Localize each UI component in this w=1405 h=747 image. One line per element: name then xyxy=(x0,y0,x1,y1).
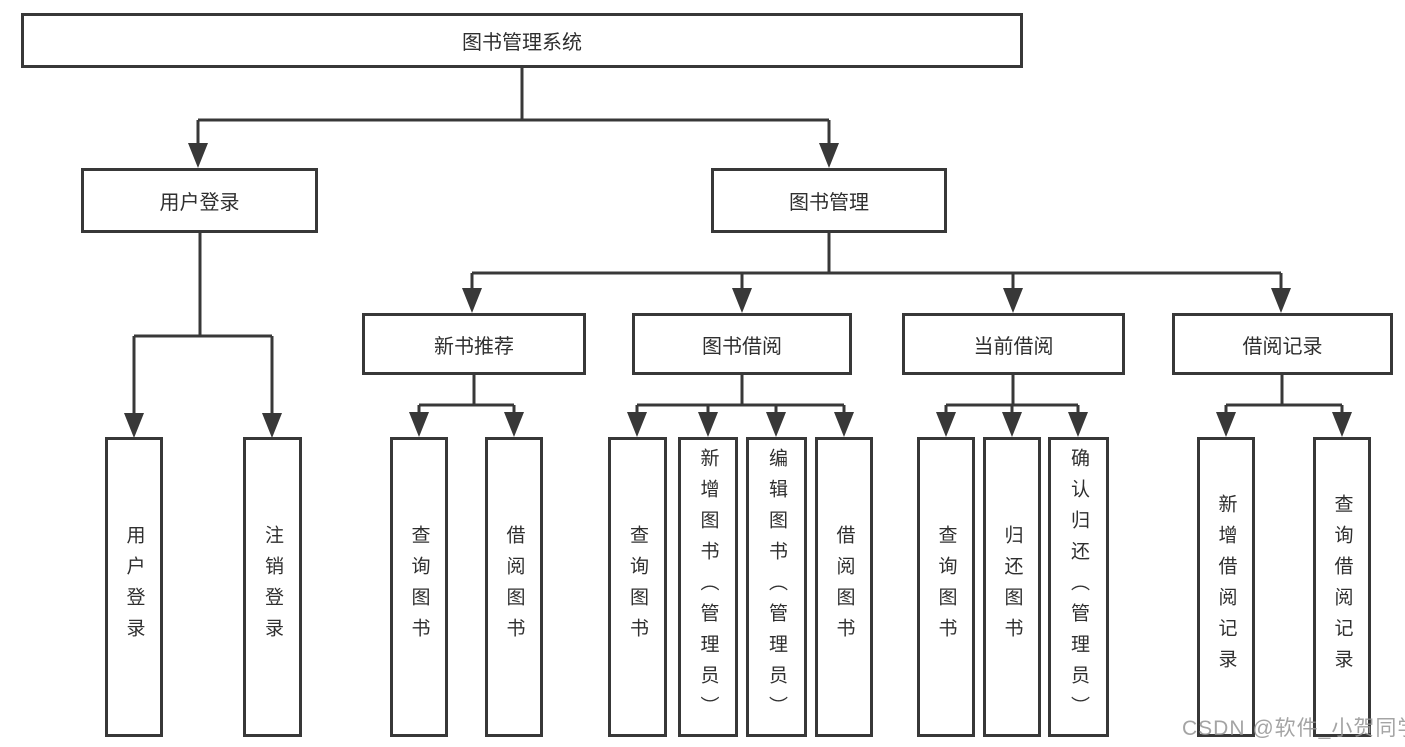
leaf-bookborrow-edit: 编辑图书（管理员） xyxy=(746,437,807,737)
node-root-label: 图书管理系统 xyxy=(462,32,582,54)
node-user-login: 用户登录 xyxy=(81,168,318,233)
node-root: 图书管理系统 xyxy=(21,13,1023,68)
node-book-mgmt: 图书管理 xyxy=(711,168,947,233)
leaf-bookborrow-query: 查询图书 xyxy=(608,437,667,737)
arrowheads xyxy=(124,143,1352,438)
leaf-bookborrow-borrow: 借阅图书 xyxy=(815,437,873,737)
leaf-record-add: 新增借阅记录 xyxy=(1197,437,1255,737)
leaf-current-return-label: 归还图书 xyxy=(1001,525,1023,649)
node-borrow-record-label: 借阅记录 xyxy=(1242,335,1323,358)
leaf-bookborrow-add: 新增图书（管理员） xyxy=(678,437,738,737)
node-borrow-record: 借阅记录 xyxy=(1172,313,1393,375)
leaf-logout-label: 注销登录 xyxy=(262,525,283,649)
node-user-login-label: 用户登录 xyxy=(159,192,240,214)
leaf-bookborrow-edit-label: 编辑图书（管理员） xyxy=(766,447,787,727)
leaf-logout: 注销登录 xyxy=(243,437,302,737)
leaf-user-login: 用户登录 xyxy=(105,437,163,737)
node-book-mgmt-label: 图书管理 xyxy=(789,192,869,214)
leaf-record-add-label: 新增借阅记录 xyxy=(1215,494,1237,680)
leaf-newbook-query-label: 查询图书 xyxy=(408,525,430,649)
leaf-current-confirm-label: 确认归还（管理员） xyxy=(1068,447,1089,727)
leaf-current-return: 归还图书 xyxy=(983,437,1041,737)
leaf-current-confirm: 确认归还（管理员） xyxy=(1048,437,1109,737)
tree-edges xyxy=(132,68,1344,416)
leaf-record-query-label: 查询借阅记录 xyxy=(1331,494,1353,680)
leaf-current-query: 查询图书 xyxy=(917,437,975,737)
leaf-user-login-label: 用户登录 xyxy=(123,525,145,649)
node-new-book-rec: 新书推荐 xyxy=(362,313,586,375)
leaf-bookborrow-borrow-label: 借阅图书 xyxy=(833,525,855,649)
node-current-borrow: 当前借阅 xyxy=(902,313,1125,375)
node-book-borrow: 图书借阅 xyxy=(632,313,852,375)
leaf-record-query: 查询借阅记录 xyxy=(1313,437,1371,737)
node-new-book-rec-label: 新书推荐 xyxy=(434,335,514,358)
leaf-newbook-query: 查询图书 xyxy=(390,437,448,737)
node-current-borrow-label: 当前借阅 xyxy=(973,335,1054,358)
csdn-watermark: CSDN @软件_小贺同学 xyxy=(1182,717,1405,740)
leaf-newbook-borrow: 借阅图书 xyxy=(485,437,543,737)
leaf-bookborrow-add-label: 新增图书（管理员） xyxy=(697,447,719,727)
leaf-bookborrow-query-label: 查询图书 xyxy=(627,525,648,649)
node-book-borrow-label: 图书借阅 xyxy=(702,335,782,358)
leaf-newbook-borrow-label: 借阅图书 xyxy=(503,525,525,649)
leaf-current-query-label: 查询图书 xyxy=(935,525,957,649)
